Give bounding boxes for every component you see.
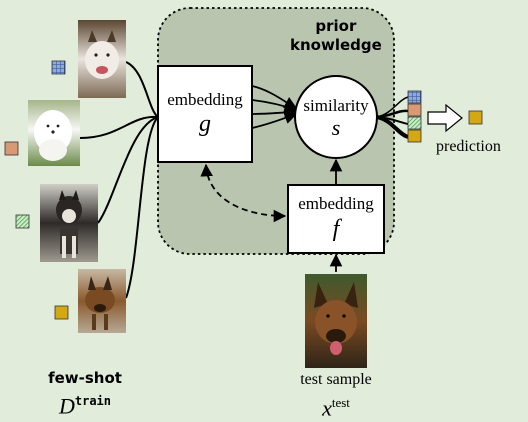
few-shot-title: few-shot: [48, 369, 122, 387]
embedding-g-symbol: g: [199, 111, 211, 137]
embedding-g-box: [157, 65, 253, 163]
similarity-label: similarity s: [295, 96, 377, 140]
g-f-dashed-link: [200, 163, 287, 223]
output-class-scores: [407, 90, 422, 143]
prior-knowledge-line-1: prior: [315, 17, 357, 35]
train-symbol-main: D: [58, 393, 75, 419]
few-shot-label: few-shot Dtrain: [30, 368, 140, 419]
prior-knowledge-title: prior knowledge: [290, 17, 382, 55]
support-class-2-square: [4, 141, 19, 156]
prior-knowledge-line-2: knowledge: [290, 36, 382, 54]
predicted-class-square: [468, 110, 483, 125]
embedding-g-label: embedding g: [158, 90, 252, 138]
support-image-german-shepherd: [78, 269, 126, 333]
support-class-3-square: [15, 214, 30, 229]
test-symbol-sup: test: [331, 395, 350, 410]
support-connections: [79, 61, 159, 299]
embedding-f-box: [287, 184, 385, 254]
prediction-label: prediction: [436, 138, 501, 155]
similarity-output-connections: [376, 96, 409, 139]
similarity-text: similarity: [303, 96, 369, 115]
test-sample-symbol: xtest: [276, 390, 396, 421]
g-to-similarity-connections: [251, 85, 298, 129]
embedding-f-symbol: f: [332, 216, 340, 242]
support-image-husky: [40, 184, 98, 262]
test-sample-title: test sample: [300, 371, 372, 388]
output-class-2: [407, 103, 422, 117]
test-sample-label: test sample xtest: [276, 370, 396, 421]
test-symbol-main: x: [322, 395, 332, 421]
train-symbol-sup: train: [74, 394, 111, 408]
output-class-1: [407, 90, 422, 104]
test-image-german-shepherd: [305, 274, 367, 368]
embedding-f-label: embedding f: [288, 194, 384, 244]
embedding-g-text: embedding: [167, 90, 243, 109]
prediction-arrow-icon: [427, 103, 463, 133]
support-class-1-square: [51, 60, 66, 75]
support-image-samoyed: [28, 100, 80, 166]
support-image-malamute: [78, 20, 126, 98]
output-class-4: [407, 129, 422, 143]
support-class-4-square: [54, 305, 69, 320]
train-set-symbol: Dtrain: [30, 388, 140, 419]
output-class-3: [407, 116, 422, 130]
embedding-f-text: embedding: [298, 194, 374, 213]
similarity-symbol: s: [331, 115, 341, 140]
